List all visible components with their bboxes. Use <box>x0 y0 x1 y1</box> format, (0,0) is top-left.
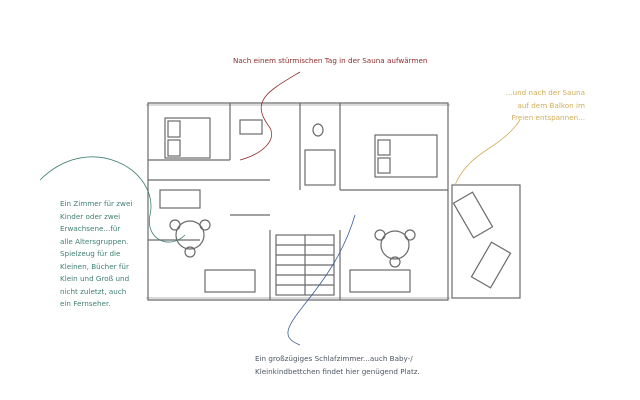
arrow-balcony <box>454 119 521 186</box>
sauna-annotation: Nach einem stürmischen Tag in der Sauna … <box>233 56 428 65</box>
arrow-sauna <box>239 71 301 161</box>
balcony-annotation: ...und nach der Sauna auf dem Balkon im … <box>505 88 585 122</box>
table-left <box>175 220 205 250</box>
balcony <box>451 184 521 299</box>
table-right <box>380 230 410 260</box>
lounger-1 <box>452 191 494 239</box>
arrow-children <box>39 156 186 243</box>
staircase <box>275 234 335 296</box>
sauna-bench <box>304 149 336 186</box>
lounger-2 <box>470 241 512 289</box>
wardrobe <box>349 269 411 293</box>
desk <box>204 269 256 293</box>
interior-walls <box>148 103 448 300</box>
washbasin <box>239 119 263 135</box>
bedroom-annotation: Ein großzügiges Schlafzimmer...auch Baby… <box>255 354 420 376</box>
bed-left <box>164 117 211 159</box>
sofa <box>159 189 201 209</box>
arrow-bedroom <box>287 214 356 346</box>
children-room-annotation: Ein Zimmer für zwei Kinder oder zwei Erw… <box>60 199 133 308</box>
double-bed <box>374 134 438 178</box>
toilet <box>312 123 324 137</box>
outer-wall <box>147 102 449 301</box>
